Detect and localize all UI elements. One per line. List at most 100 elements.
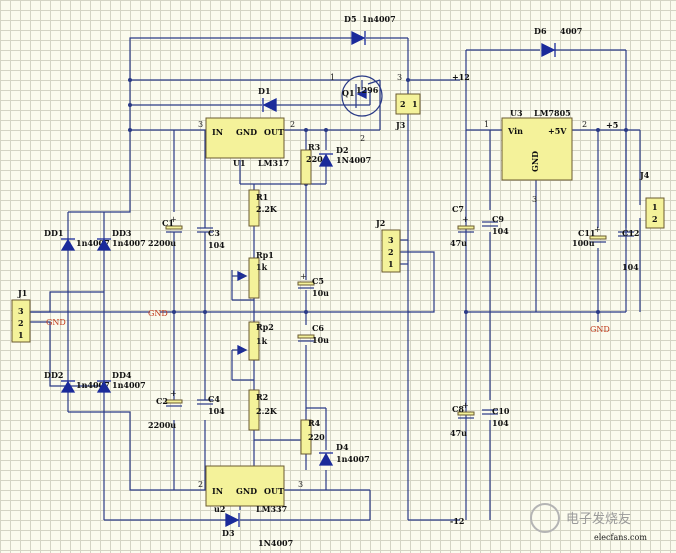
capacitor-c11: + C11 100u [572, 225, 607, 248]
u2-pin-in-label: IN [212, 486, 223, 496]
u3-pin-gnd-label: GND [530, 151, 540, 172]
svg-text:+: + [462, 401, 469, 410]
resistor-r2: R2 2.2K [248, 389, 278, 431]
j3-pin-2: 2 [400, 99, 406, 109]
j3-pin-1: 1 [412, 99, 418, 109]
svg-text:+: + [462, 215, 469, 224]
dd2-part: 1n4007 [76, 380, 110, 390]
j2-pin-1: 1 [388, 259, 394, 269]
c2-ref: C2 [156, 396, 168, 406]
c7-value: 47u [450, 238, 467, 248]
net-gnd-right: GND [590, 325, 610, 334]
connector-j2: J2 3 2 1 [375, 218, 401, 273]
q1-pin3: 3 [397, 73, 402, 82]
c5-ref: C5 [312, 276, 324, 286]
diode-d1: D1 [258, 86, 277, 113]
d2-ref: D2 [336, 145, 349, 155]
net-plus12: +12 [452, 72, 470, 82]
net-minus12: -12 [450, 516, 464, 526]
resistor-rp2: Rp2 1k [232, 321, 274, 361]
d6-ref: D6 [534, 26, 547, 36]
u1-pin-b: 2 [290, 120, 295, 129]
j1-ref: J1 [17, 288, 27, 298]
wires [30, 37, 641, 521]
j1-pin-1: 1 [18, 330, 24, 340]
c1-value: 2200u [148, 238, 176, 248]
c9-ref: C9 [492, 214, 504, 224]
r2-value: 2.2K [256, 406, 278, 416]
u3-pin-b: 2 [582, 120, 587, 129]
c6-value: 10u [312, 335, 329, 345]
r1-value: 2.2K [256, 204, 278, 214]
r4-value: 220 [308, 432, 325, 442]
u2-pin-out-label: OUT [264, 486, 284, 496]
j3-ref: J3 [395, 120, 406, 130]
dd1-part: 1n4007 [76, 238, 110, 248]
diode-d2: D2 1N4007 [318, 145, 371, 167]
u3-pin-in-label: Vin [507, 126, 523, 136]
c8-ref: C8 [452, 404, 464, 414]
j4-ref: J4 [639, 170, 650, 180]
d4-ref: D4 [336, 442, 349, 452]
d1-ref: D1 [258, 86, 271, 96]
capacitor-c12: C12 104 [618, 228, 640, 272]
capacitor-c2: + C2 2200u [148, 389, 183, 430]
u3-pin-a: 1 [484, 120, 489, 129]
dd1-ref: DD1 [44, 228, 63, 238]
transistor-q1: Q1 1296 1 2 3 [330, 73, 402, 143]
diode-dd4: DD4 1n4007 [96, 370, 146, 393]
regulator-u2: IN GND OUT 2 3 u2 LM337 [198, 465, 303, 514]
svg-text:+: + [594, 225, 601, 234]
j4-pin-1: 1 [652, 202, 658, 212]
diode-d6: D6 4007 [534, 26, 582, 58]
u1-pin-a: 3 [198, 120, 203, 129]
c3-ref: C3 [208, 228, 220, 238]
dd4-part: 1n4007 [112, 380, 146, 390]
q1-part: 1296 [356, 85, 379, 95]
j1-pin-3: 3 [18, 306, 24, 316]
net-gnd-mid: GND [148, 309, 168, 318]
net-labels: GND GND GND +12 -12 +5 [46, 72, 618, 526]
u3-pin-c: 3 [532, 195, 537, 204]
u1-pin-gnd-label: GND [236, 127, 257, 137]
u2-part: LM337 [256, 504, 287, 514]
u1-pin-out-label: OUT [264, 127, 284, 137]
c1-ref: C1 [162, 218, 174, 228]
d3-ref: D3 [222, 528, 235, 538]
c11-ref: C11 [578, 228, 596, 238]
c12-ref: C12 [622, 228, 640, 238]
d3-part: 1N4007 [258, 538, 293, 548]
u2-ref: u2 [214, 504, 225, 514]
rp2-ref: Rp2 [256, 322, 274, 332]
c7-ref: C7 [452, 204, 464, 214]
r3-value: 220 [306, 154, 323, 164]
capacitor-c3: C3 104 [197, 227, 225, 250]
resistor-r4: R4 220 [300, 418, 325, 455]
svg-text:+: + [170, 215, 177, 224]
c8-value: 47u [450, 428, 467, 438]
d4-part: 1n4007 [336, 454, 370, 464]
j4-pin-2: 2 [652, 214, 658, 224]
capacitor-c7: + C7 47u [450, 204, 475, 248]
c2-value: 2200u [148, 420, 176, 430]
connector-j1: J1 3 2 1 [11, 288, 31, 343]
u1-part: LM317 [258, 158, 289, 168]
dd2-ref: DD2 [44, 370, 63, 380]
u2-pin-b: 3 [298, 480, 303, 489]
c5-value: 10u [312, 288, 329, 298]
u1-pin-in-label: IN [212, 127, 223, 137]
r1-ref: R1 [256, 192, 268, 202]
j2-pin-3: 3 [388, 235, 394, 245]
c4-ref: C4 [208, 394, 220, 404]
dd4-ref: DD4 [112, 370, 132, 380]
r2-ref: R2 [256, 392, 268, 402]
resistor-rp1: Rp1 1k [232, 250, 274, 299]
svg-text:+: + [300, 272, 307, 281]
junctions [128, 78, 628, 314]
q1-pin2: 2 [360, 134, 365, 143]
capacitor-c8: + C8 47u [450, 401, 475, 438]
r3-ref: R3 [308, 142, 321, 152]
j1-pin-2: 2 [18, 318, 24, 328]
d5-ref: D5 [344, 14, 357, 24]
j2-ref: J2 [375, 218, 385, 228]
